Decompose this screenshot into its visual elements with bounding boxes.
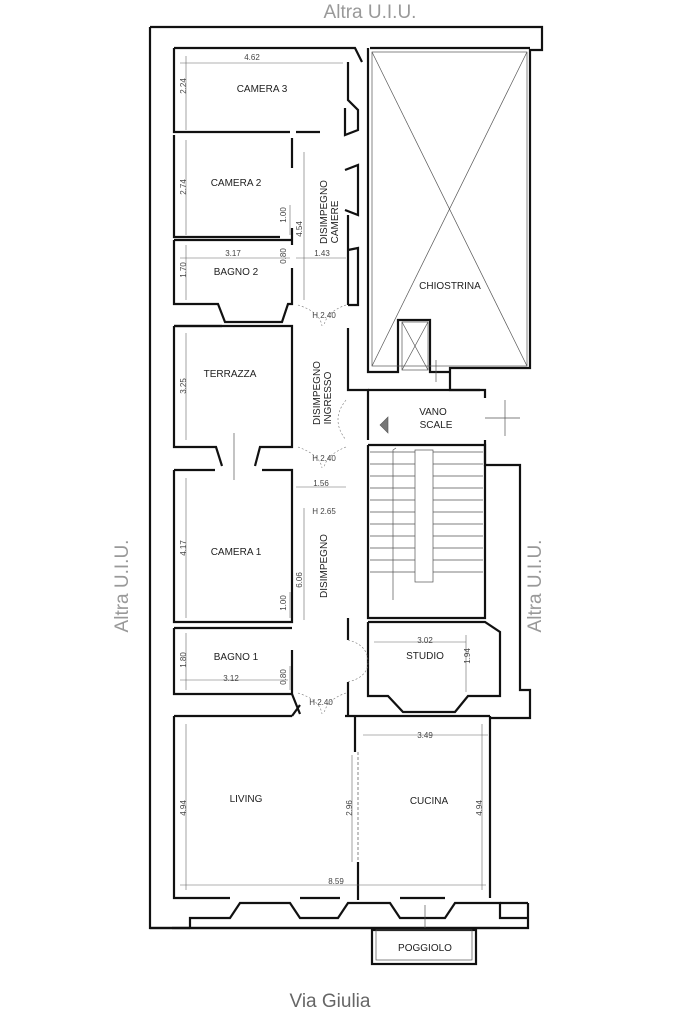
dim-opening-h: 2.96	[345, 800, 354, 816]
street-label: Via Giulia	[290, 991, 371, 1012]
dim-disimp-camere-len: 4.54	[295, 221, 304, 237]
dim-total-w: 8.59	[328, 877, 344, 886]
room-label-studio: STUDIO	[406, 651, 444, 662]
room-label-camera1: CAMERA 1	[211, 547, 262, 558]
dim-camera3-w: 4.62	[244, 53, 260, 62]
right-neighbor-label: Altra U.I.U.	[525, 540, 546, 633]
dim-door-cam2: 1.00	[279, 207, 288, 223]
dim-terrazza-h: 3.25	[179, 378, 188, 394]
dim-studio-w: 3.02	[417, 636, 433, 645]
dim-disimp-w: 1.56	[313, 479, 329, 488]
room-label-camera3: CAMERA 3	[237, 84, 288, 95]
room-label-poggiolo: POGGIOLO	[398, 943, 452, 954]
room-label-disimpegno-camere: DISIMPEGNO	[319, 180, 330, 244]
dim-bagno2-h: 1.70	[179, 262, 188, 278]
left-neighbor-label: Altra U.I.U.	[112, 540, 133, 633]
room-label-disimpegno: DISIMPEGNO	[319, 534, 330, 598]
dim-cucina-h: 4.94	[475, 800, 484, 816]
door-swings	[233, 304, 437, 928]
dim-studio-h: 1.94	[463, 648, 472, 664]
dim-bagno1-door: 0.80	[279, 669, 288, 685]
dim-disimp-len: 6.06	[295, 572, 304, 588]
dim-disimp-camere-w: 1.43	[314, 249, 330, 258]
dim-h240-b: H 2.40	[312, 454, 336, 463]
room-label-bagno1: BAGNO 1	[214, 652, 259, 663]
dimension-labels: 4.62 2.24 2.74 1.00 4.54 3.17 0.80 1.43 …	[179, 53, 484, 886]
staircase	[370, 400, 520, 600]
room-label-chiostrina: CHIOSTRINA	[419, 281, 481, 292]
chiostrina-void	[371, 51, 528, 371]
dim-bagno2-w: 3.17	[225, 249, 241, 258]
dim-h265: H 2.65	[312, 507, 336, 516]
room-label-disimpegno-ingresso: DISIMPEGNO	[312, 361, 323, 425]
dim-bagno2-door: 0.80	[279, 248, 288, 264]
room-label-camera2: CAMERA 2	[211, 178, 262, 189]
dim-camera3-h: 2.24	[179, 78, 188, 94]
dim-living-h: 4.94	[179, 800, 188, 816]
outer-walls	[148, 25, 544, 930]
room-label-vano: VANO	[419, 407, 447, 418]
dim-camera1-h: 4.17	[179, 540, 188, 556]
dim-h240-a: H 2.40	[312, 311, 336, 320]
room-label-camere: CAMERE	[330, 200, 341, 243]
dim-bagno1-h: 1.80	[179, 652, 188, 668]
room-label-terrazza: TERRAZZA	[204, 369, 257, 380]
poggiolo-balcony	[370, 928, 478, 966]
partitions	[172, 46, 502, 900]
room-label-ingresso: INGRESSO	[323, 371, 334, 424]
dimension-lines	[180, 56, 488, 890]
room-label-bagno2: BAGNO 2	[214, 267, 259, 278]
room-label-scale: SCALE	[420, 420, 453, 431]
dim-camera2-h: 2.74	[179, 179, 188, 195]
dim-cucina-w: 3.49	[417, 731, 433, 740]
stair-arrow-icon	[379, 416, 389, 434]
room-labels: CAMERA 3 CAMERA 2 BAGNO 2 DISIMPEGNO CAM…	[204, 84, 482, 954]
top-neighbor-label: Altra U.I.U.	[324, 2, 417, 23]
dim-h240-c: H 2.40	[309, 698, 333, 707]
room-label-cucina: CUCINA	[410, 796, 449, 807]
dim-door-cam1: 1.00	[279, 595, 288, 611]
room-label-living: LIVING	[230, 794, 263, 805]
dim-bagno1-w: 3.12	[223, 674, 239, 683]
